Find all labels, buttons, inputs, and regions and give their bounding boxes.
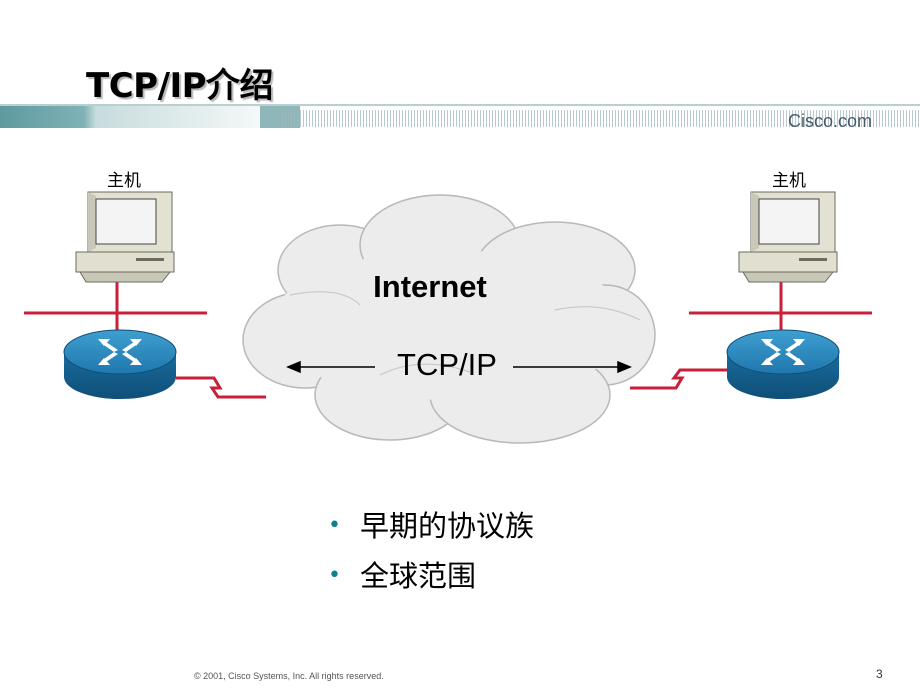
router-icon xyxy=(726,329,840,399)
brand-logo: Cisco.com xyxy=(788,111,873,131)
bullet-text: 早期的协议族 xyxy=(360,509,535,543)
host-label-right: 主机 xyxy=(772,171,806,191)
cloud-network-label: Internet xyxy=(373,269,487,304)
cloud-protocol-label: TCP/IP xyxy=(397,347,497,382)
cloud-icon xyxy=(242,194,656,444)
bullet-list: • 早期的协议族 • 全球范围 xyxy=(328,505,534,605)
router-icon xyxy=(63,329,177,399)
bullet-icon: • xyxy=(328,513,341,538)
arrow-left-icon xyxy=(286,360,375,374)
bullet-text: 全球范围 xyxy=(360,559,477,593)
host-label-left: 主机 xyxy=(107,171,141,191)
bullet-icon: • xyxy=(328,563,341,588)
serial-link-left-icon xyxy=(176,376,266,399)
header-banner xyxy=(0,104,920,128)
list-item: • 早期的协议族 xyxy=(328,505,534,555)
computer-icon xyxy=(75,191,175,283)
copyright-text: © 2001, Cisco Systems, Inc. All rights r… xyxy=(194,671,384,681)
computer-icon xyxy=(738,191,838,283)
page-number: 3 xyxy=(876,667,883,681)
serial-link-right-icon xyxy=(630,368,730,390)
arrow-right-icon xyxy=(513,360,632,374)
page-title: TCP/IP介绍 xyxy=(86,66,274,106)
list-item: • 全球范围 xyxy=(328,555,534,605)
